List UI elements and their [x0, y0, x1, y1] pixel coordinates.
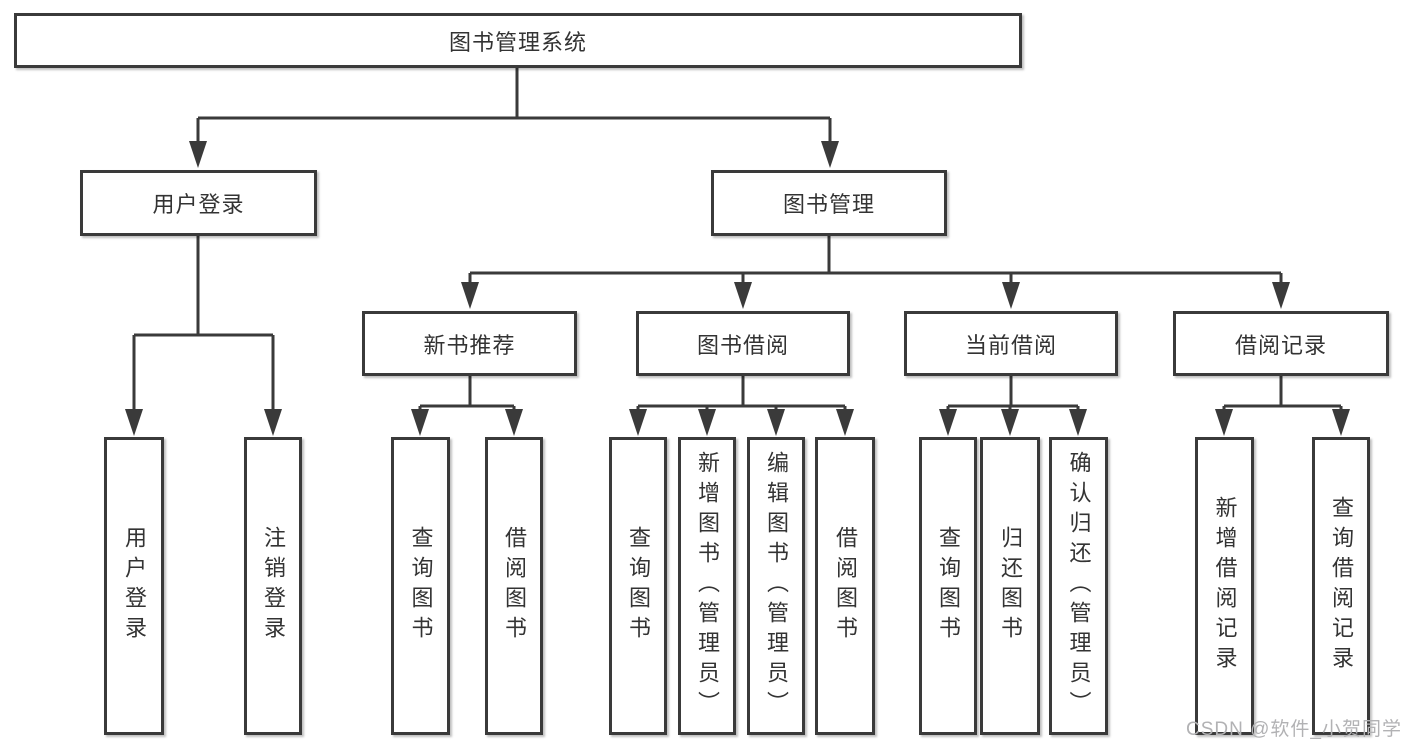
- node-bb-edit-books-admin-label: 编辑图书（管理员）: [764, 451, 789, 721]
- node-user-login: 用户登录: [80, 170, 317, 236]
- node-nb-borrow-books-label: 借阅图书: [502, 526, 527, 646]
- node-root: 图书管理系统: [14, 13, 1022, 68]
- arrowhead-icon: [505, 409, 523, 436]
- node-bb-edit-books-admin: 编辑图书（管理员）: [747, 437, 805, 735]
- node-book-borrow-label: 图书借阅: [696, 332, 789, 358]
- node-bb-borrow-books-label: 借阅图书: [833, 526, 858, 646]
- csdn-watermark: CSDN @软件_小贺同学: [1186, 719, 1402, 740]
- node-book-management: 图书管理: [711, 170, 947, 236]
- arrowhead-icon: [1332, 409, 1350, 436]
- connector-currentborrow-to-leaves: [946, 376, 1080, 412]
- arrowhead-icon: [821, 141, 839, 168]
- node-cb-return-books-label: 归还图书: [998, 526, 1023, 646]
- node-leaf-logout-label: 注销登录: [261, 526, 286, 646]
- node-leaf-user-login: 用户登录: [104, 437, 164, 735]
- node-bb-query-books-label: 查询图书: [626, 526, 651, 646]
- arrowhead-icon: [125, 409, 143, 436]
- node-user-login-label: 用户登录: [152, 192, 245, 217]
- node-leaf-user-login-label: 用户登录: [122, 526, 147, 646]
- node-cb-return-books: 归还图书: [980, 437, 1040, 735]
- node-current-borrow: 当前借阅: [904, 311, 1118, 376]
- connector-bookborrow-to-leaves: [636, 376, 847, 412]
- arrowhead-icon: [189, 141, 207, 168]
- node-new-book-recommend: 新书推荐: [362, 311, 577, 376]
- arrowhead-icon: [1069, 409, 1087, 436]
- node-book-management-label: 图书管理: [782, 192, 875, 217]
- node-cb-confirm-return-admin: 确认归还（管理员）: [1049, 437, 1108, 735]
- arrowhead-icon: [939, 409, 957, 436]
- node-book-borrow: 图书借阅: [636, 311, 850, 376]
- connector-newbooks-to-leaves: [418, 376, 516, 412]
- arrowhead-icon: [1001, 409, 1019, 436]
- arrowheads: [125, 141, 1350, 436]
- arrowhead-icon: [264, 409, 282, 436]
- arrowhead-icon: [836, 409, 854, 436]
- node-br-query-record-label: 查询借阅记录: [1329, 496, 1354, 676]
- node-borrow-records-label: 借阅记录: [1234, 332, 1327, 358]
- node-bb-add-books-admin: 新增图书（管理员）: [678, 437, 736, 735]
- node-leaf-logout: 注销登录: [244, 437, 302, 735]
- node-nb-query-books-label: 查询图书: [408, 526, 434, 646]
- node-current-borrow-label: 当前借阅: [964, 332, 1057, 358]
- arrowhead-icon: [1002, 282, 1020, 309]
- connector-root-to-level2: [196, 68, 832, 144]
- node-bb-borrow-books: 借阅图书: [815, 437, 875, 735]
- connector-bookmgmt-to-level3: [468, 236, 1283, 285]
- node-bb-query-books: 查询图书: [609, 437, 667, 735]
- arrowhead-icon: [767, 409, 785, 436]
- node-borrow-records: 借阅记录: [1173, 311, 1389, 376]
- node-br-add-record-label: 新增借阅记录: [1212, 496, 1238, 676]
- node-cb-query-books-label: 查询图书: [936, 526, 961, 646]
- connector-userlogin-to-leaves: [132, 236, 275, 412]
- arrowhead-icon: [461, 282, 479, 309]
- node-cb-query-books: 查询图书: [919, 437, 977, 735]
- node-cb-confirm-return-admin-label: 确认归还（管理员）: [1066, 451, 1092, 721]
- node-nb-query-books: 查询图书: [391, 437, 450, 735]
- node-new-book-recommend-label: 新书推荐: [423, 332, 516, 358]
- node-root-label: 图书管理系统: [448, 29, 587, 55]
- connector-borrowrecords-to-leaves: [1222, 376, 1343, 412]
- node-br-query-record: 查询借阅记录: [1312, 437, 1370, 735]
- node-nb-borrow-books: 借阅图书: [485, 437, 543, 735]
- arrowhead-icon: [1215, 409, 1233, 436]
- node-bb-add-books-admin-label: 新增图书（管理员）: [695, 451, 720, 721]
- arrowhead-icon: [629, 409, 647, 436]
- node-br-add-record: 新增借阅记录: [1195, 437, 1254, 735]
- arrowhead-icon: [411, 409, 429, 436]
- arrowhead-icon: [1272, 282, 1290, 309]
- arrowhead-icon: [698, 409, 716, 436]
- arrowhead-icon: [734, 282, 752, 309]
